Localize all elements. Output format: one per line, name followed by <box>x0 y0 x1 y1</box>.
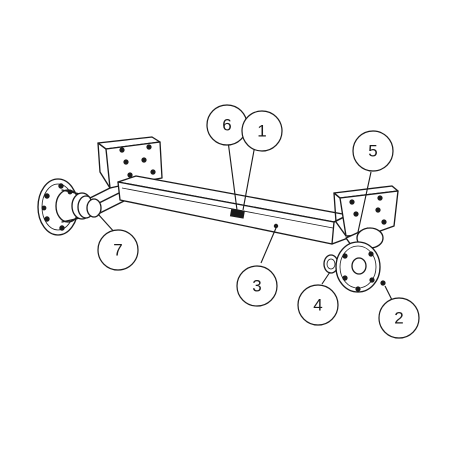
left-mounting-bracket <box>97 136 163 189</box>
left-wheel-hub <box>37 178 95 236</box>
right-mounting-bracket <box>333 185 399 237</box>
callout-5: 5 <box>352 130 394 172</box>
callout-1-label: 1 <box>257 122 266 141</box>
leader-1 <box>242 144 256 211</box>
lug-bolt <box>59 225 65 231</box>
callout-7: 7 <box>97 229 139 271</box>
leader-lines <box>97 140 393 301</box>
callout-2-label: 2 <box>394 309 403 328</box>
callout-6: 6 <box>206 104 248 146</box>
leader-5 <box>357 171 372 233</box>
lug-bolt <box>44 216 50 222</box>
callout-5-label: 5 <box>368 142 377 161</box>
callout-3-label: 3 <box>252 277 261 296</box>
callout-1: 1 <box>241 110 283 152</box>
callout-4: 4 <box>297 284 339 326</box>
callout-7-label: 7 <box>113 241 122 260</box>
lug-bolt <box>44 193 50 199</box>
lug-bolt <box>67 189 73 195</box>
leader-6 <box>227 140 238 211</box>
right-wheel-hub <box>323 227 386 293</box>
leader-4 <box>321 271 331 285</box>
callout-6-label: 6 <box>222 116 231 135</box>
lug-bolt <box>58 183 64 189</box>
axle-label-plate <box>229 208 245 219</box>
callout-4-label: 4 <box>313 296 322 315</box>
leader-3 <box>260 227 277 264</box>
callout-3: 3 <box>236 265 278 307</box>
lug-bolt <box>41 205 47 211</box>
leader-2 <box>384 285 393 301</box>
callout-2: 2 <box>378 297 420 339</box>
axle-beam <box>117 175 349 245</box>
